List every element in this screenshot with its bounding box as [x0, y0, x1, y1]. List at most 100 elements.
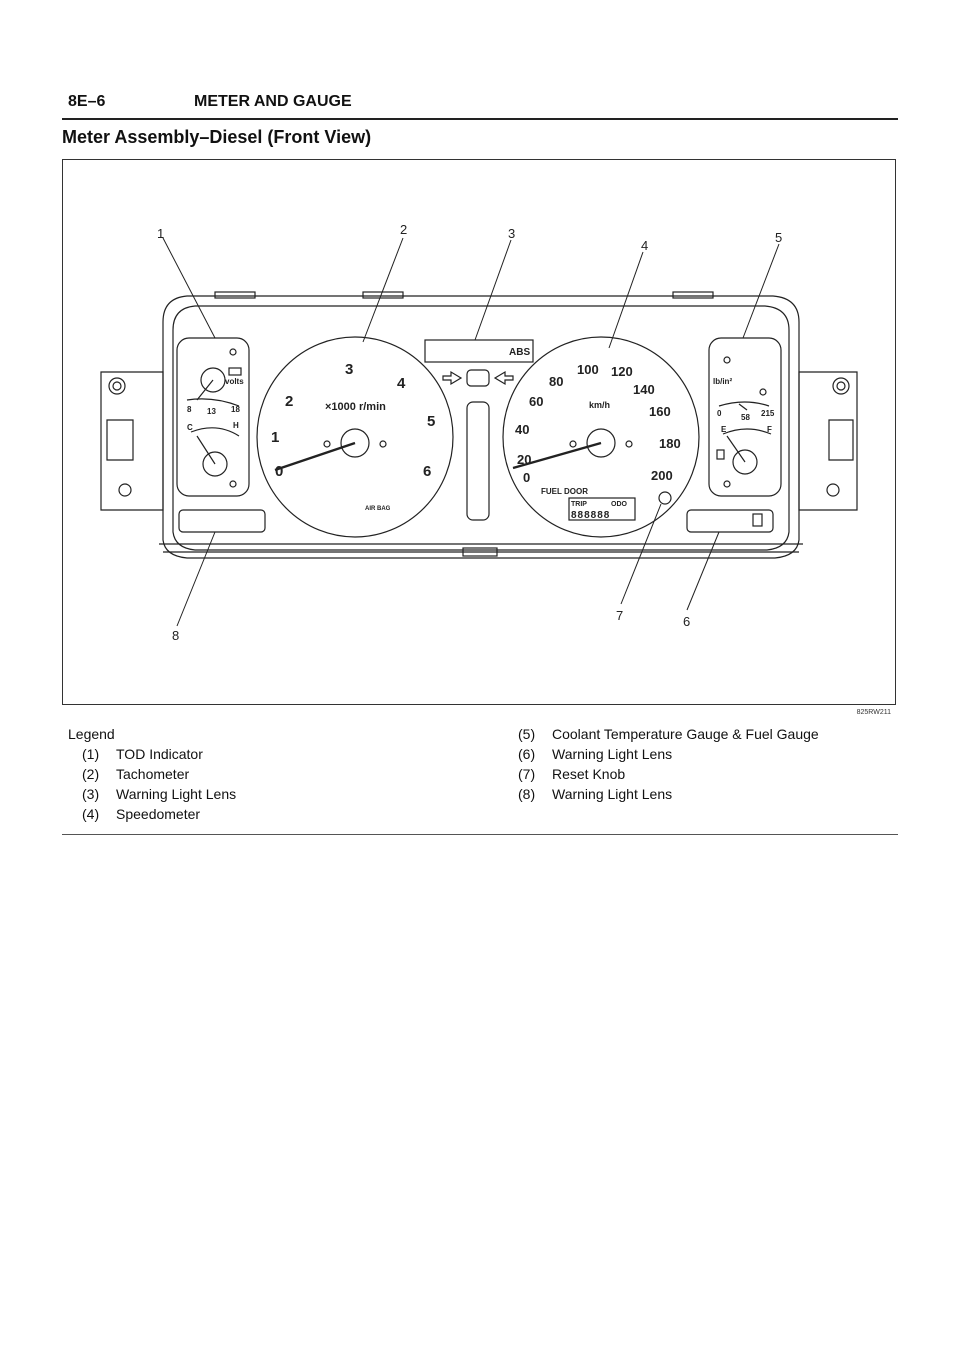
turn-indicator-box — [466, 369, 490, 387]
speed-scale-180: 180 — [659, 436, 681, 451]
right-bracket-hole-top — [832, 377, 850, 395]
temp-low: C — [187, 423, 193, 432]
meter-housing-outline — [162, 295, 800, 559]
leader-line-2 — [362, 237, 404, 343]
leader-line-8 — [176, 531, 216, 627]
right-gauge-panel — [708, 337, 782, 497]
speed-scale-0: 0 — [523, 470, 530, 485]
volts-high: 18 — [231, 405, 240, 414]
page-header: 8E–6 METER AND GAUGE — [62, 90, 898, 120]
speed-scale-160: 160 — [649, 404, 671, 419]
left-bracket-hole-bottom — [118, 483, 132, 497]
speedometer-needle — [512, 441, 602, 470]
tachometer-needle — [274, 441, 356, 472]
tach-scale-4: 4 — [397, 375, 406, 392]
fuel-gauge-needle — [726, 435, 746, 463]
speed-unit: km/h — [589, 400, 610, 410]
leader-line-6 — [686, 531, 720, 611]
odometer-display — [568, 497, 636, 521]
leader-line-4 — [608, 251, 644, 349]
right-bracket-hole-top-inner — [836, 381, 846, 391]
legend-item-number: (4) — [82, 806, 100, 822]
legend-item-label: Speedometer — [116, 806, 201, 822]
oil-gauge-screw-right — [759, 388, 767, 396]
leader-line-5 — [742, 243, 780, 339]
left-panel-screw-bottom — [229, 480, 237, 488]
legend-item-number: (5) — [518, 726, 536, 742]
section-title: METER AND GAUGE — [194, 93, 352, 110]
housing-tab-left — [214, 291, 256, 299]
legend-item-8: (8) Warning Light Lens — [518, 786, 672, 802]
left-mounting-bracket — [100, 371, 164, 511]
fuel-low: E — [721, 425, 727, 434]
legend-item-6: (6) Warning Light Lens — [518, 746, 672, 762]
speed-scale-120: 120 — [611, 364, 633, 379]
turn-left-arrow-icon — [442, 370, 463, 386]
callout-6: 6 — [683, 614, 690, 629]
speed-scale-140: 140 — [633, 382, 655, 397]
tach-unit: ×1000 r/min — [325, 401, 386, 413]
speed-scale-100: 100 — [577, 362, 599, 377]
callout-2: 2 — [400, 222, 407, 237]
voltmeter-hub — [200, 367, 226, 393]
callout-3: 3 — [508, 226, 515, 241]
legend-item-number: (7) — [518, 766, 536, 782]
temp-high: H — [233, 421, 239, 430]
right-panel-screw-bottom — [723, 480, 731, 488]
figure-code: 825RW211 — [856, 709, 891, 716]
left-gauge-panel — [176, 337, 250, 497]
speedometer-screw-left — [569, 440, 577, 448]
fuel-high: F — [767, 425, 772, 434]
speed-scale-80: 80 — [549, 374, 563, 389]
right-mounting-bracket — [798, 371, 858, 511]
legend-item-number: (6) — [518, 746, 536, 762]
oil-pressure-mid: 58 — [741, 413, 750, 422]
speedometer-screw-right — [625, 440, 633, 448]
abs-label: ABS — [509, 347, 530, 358]
center-column — [466, 401, 490, 521]
voltmeter-arc — [186, 398, 240, 407]
legend-item-3: (3)Warning Light Lens — [82, 786, 236, 802]
legend-item-1: (1)TOD Indicator — [82, 746, 203, 762]
trip-label: TRIP — [571, 501, 587, 508]
warning-light-lens-left — [178, 509, 266, 533]
legend-item-number: (8) — [518, 786, 536, 802]
callout-1: 1 — [157, 226, 164, 241]
tach-scale-2: 2 — [285, 393, 293, 410]
callout-7: 7 — [616, 608, 623, 623]
section-number: 8E–6 — [68, 93, 106, 110]
leader-line-1 — [162, 237, 216, 339]
legend-item-number: (1) — [82, 746, 100, 762]
odo-label: ODO — [611, 501, 628, 508]
left-panel-screw-top — [229, 348, 237, 356]
odometer-digits: 888888 — [571, 510, 610, 521]
meter-assembly-figure: 1 2 3 4 5 6 7 8 0 1 2 3 4 5 6 ×1000 r/mi… — [62, 159, 896, 716]
callout-5: 5 — [775, 230, 782, 245]
fuel-pump-icon — [716, 449, 725, 460]
legend-item-5: (5) Coolant Temperature Gauge & Fuel Gaug… — [518, 726, 819, 742]
oil-pressure-high: 215 — [761, 409, 775, 418]
bottom-connector — [462, 547, 498, 557]
tachometer-screw-right — [379, 440, 387, 448]
volts-low: 8 — [187, 405, 192, 414]
oil-pressure-low: 0 — [717, 409, 722, 418]
oil-pressure-arc — [718, 401, 770, 407]
legend-item-label: Coolant Temperature Gauge & Fuel Gauge — [552, 726, 819, 742]
tach-scale-6: 6 — [423, 463, 431, 480]
voltmeter-needle — [196, 379, 214, 401]
tach-scale-1: 1 — [271, 429, 279, 446]
page-title: Meter Assembly–Diesel (Front View) — [62, 127, 372, 147]
legend-item-label: Warning Light Lens — [552, 746, 673, 762]
legend-item-number: (3) — [82, 786, 100, 802]
right-bracket-hole-bottom — [826, 483, 840, 497]
fuel-door-label: FUEL DOOR — [541, 487, 588, 496]
speed-scale-60: 60 — [529, 394, 543, 409]
leader-line-7 — [620, 503, 662, 605]
oil-pressure-needle — [738, 403, 748, 411]
legend-item-7: (7)Reset Knob — [518, 766, 625, 782]
callout-4: 4 — [641, 238, 648, 253]
legend-item-label: Warning Light Lens — [552, 786, 673, 802]
warning-light-lens-right — [686, 509, 774, 533]
tach-scale-3: 3 — [345, 361, 353, 378]
tachometer-screw-left — [323, 440, 331, 448]
